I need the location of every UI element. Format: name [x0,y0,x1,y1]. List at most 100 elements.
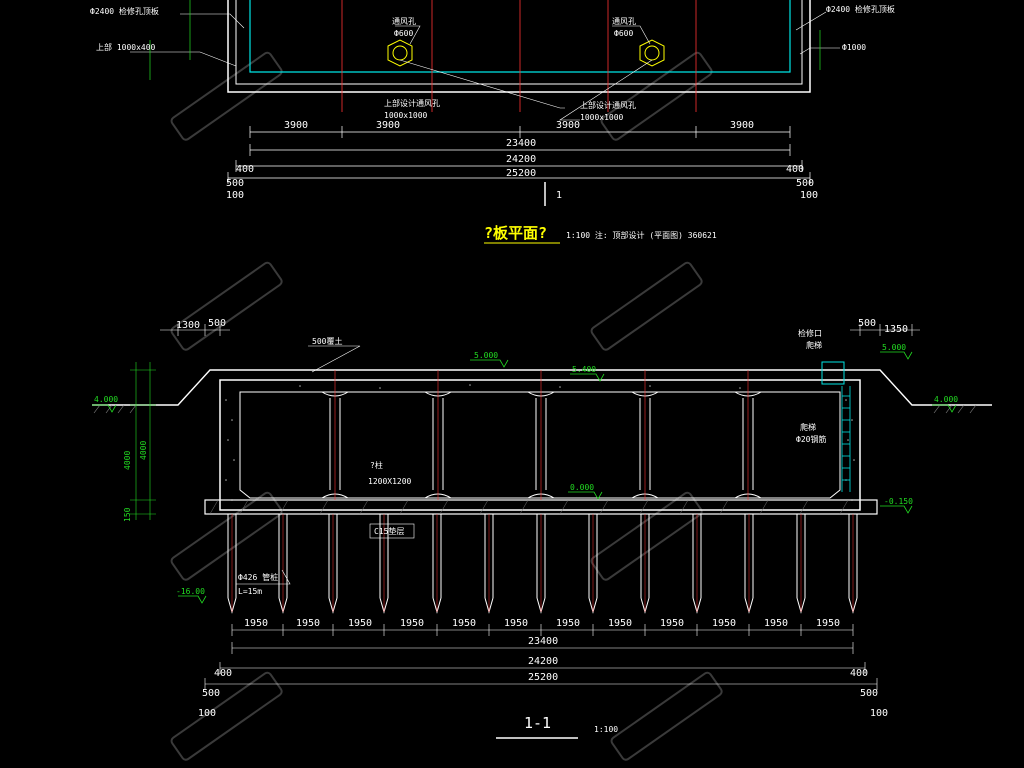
plan-dim-4: 3900 [730,120,754,131]
pile [640,514,650,614]
plan-dim-3: 3900 [556,120,580,131]
plan-view: Ф2400 检修孔顶板 上部 1000x400 通风孔 Ф600 上部设计通风孔… [90,0,895,244]
level-base: -0.150 [884,497,913,506]
pile [744,514,754,614]
column-2 [424,370,452,500]
bottom-dim-5: 1950 [452,618,476,629]
plan-note-mid-left-4: 1000x1000 [384,111,428,120]
plan-note-mid-right-4: 1000x1000 [580,113,624,122]
section-vert-dim-3: 150 [123,507,132,522]
column-1 [321,370,349,500]
bottom-dim-2: 1950 [296,618,320,629]
plan-note-mid-left-3: 上部设计通风孔 [384,98,440,108]
level-top: 5.000 [474,351,498,360]
section-edge-right-3: 100 [870,708,888,719]
plan-dim-1: 3900 [284,120,308,131]
base-slab-hatch [209,499,849,515]
section-top-dim-right-2: 1350 [884,324,908,335]
section-scale: 1:100 [594,725,618,734]
pile [692,514,702,614]
bottom-dim-1: 1950 [244,618,268,629]
plan-note-right-2: Ф1000 [842,43,866,52]
level-ground-right: 4.000 [934,395,958,404]
column-5 [734,370,762,500]
label-column: ?柱 [370,460,383,470]
bottom-dim-12: 1950 [816,618,840,629]
level-ground-left: 4.000 [94,395,118,404]
label-ladder-top: 爬梯 [806,340,822,350]
pile [848,514,858,614]
section-top-dim-right-1: 500 [858,318,876,329]
label-access: 检修口 [798,328,822,338]
label-cushion: C15垫层 [374,526,404,536]
section-top-dim-left-1: 1300 [176,320,200,331]
bottom-dim-9: 1950 [660,618,684,629]
pile [379,514,389,614]
plan-subtitle: 1:100 注: 顶部设计 (平面图) 360621 [566,230,717,240]
access-hatch [821,361,845,385]
plan-note-left-2: 上部 1000x400 [96,42,156,52]
pile [328,514,338,614]
ground-line-right [850,369,992,406]
section-left-vert-dims [130,362,156,520]
plan-note-mid-left-1: 通风孔 [392,16,416,26]
tank-inner-cavity [239,391,841,499]
section-edge-right-2: 500 [860,688,878,699]
plan-dimension-chains [227,126,811,184]
level-floor: 0.000 [570,483,594,492]
ground-line-left [92,369,850,406]
plan-note-mid-right-3: 上部设计通风孔 [580,100,636,110]
plan-note-mid-right-2: Ф600 [614,29,633,38]
plan-outer-wall [227,0,811,93]
ladder-icon [841,386,851,492]
pile [588,514,598,614]
column-4 [631,370,659,500]
plan-note-mid-left-2: Ф600 [394,29,413,38]
piles [227,514,858,614]
label-ladder-spec: Ф20钢筋 [796,434,826,444]
watermark-layer [170,51,723,761]
bottom-dim-3: 1950 [348,618,372,629]
vent-hole-right-icon [639,39,665,67]
level-access: 5.000 [882,343,906,352]
section-overall-1: 23400 [528,636,558,647]
plan-edge-right-2: 500 [796,178,814,189]
section-vert-dim-1: 4000 [123,451,132,470]
plan-dim-2: 3900 [376,120,400,131]
level-markers [92,351,957,604]
section-overall-2: 24200 [528,656,558,667]
bottom-dim-4: 1950 [400,618,424,629]
section-title: 1-1 [524,714,551,732]
plan-note-left-1: Ф2400 检修孔顶板 [90,6,159,16]
label-pile: Ф426 管桩 [238,572,278,582]
plan-note-mid-right-1: 通风孔 [612,16,636,26]
level-top2: 5.400 [572,365,596,374]
label-ladder: 爬梯 [800,422,816,432]
pile [796,514,806,614]
pile [484,514,494,614]
vent-hole-left-icon [387,39,413,67]
pile [278,514,288,614]
plan-note-right-1: Ф2400 检修孔顶板 [826,4,895,14]
label-column-size: 1200X1200 [368,477,412,486]
bottom-dim-10: 1950 [712,618,736,629]
section-view: 1300 500 500 1350 4000 4000 150 4.000 4.… [92,318,992,739]
bottom-dim-8: 1950 [608,618,632,629]
plan-inner-wall [235,0,803,85]
concrete-hatch [225,384,855,501]
bottom-dim-6: 1950 [504,618,528,629]
bottom-dim-11: 1950 [764,618,788,629]
bottom-dim-7: 1950 [556,618,580,629]
section-edge-left-1: 400 [214,668,232,679]
plan-edge-right-1: 400 [786,164,804,175]
section-top-dim-left-2: 500 [208,318,226,329]
section-overall-3: 25200 [528,672,558,683]
section-vert-dim-2: 4000 [139,441,148,460]
plan-overall-3: 25200 [506,168,536,179]
pile [432,514,442,614]
columns [321,370,762,500]
plan-overall-1: 23400 [506,138,536,149]
ground-hatch [93,404,977,414]
plan-title: ?板平面? [484,224,547,242]
plan-edge-right-3: 100 [800,190,818,201]
